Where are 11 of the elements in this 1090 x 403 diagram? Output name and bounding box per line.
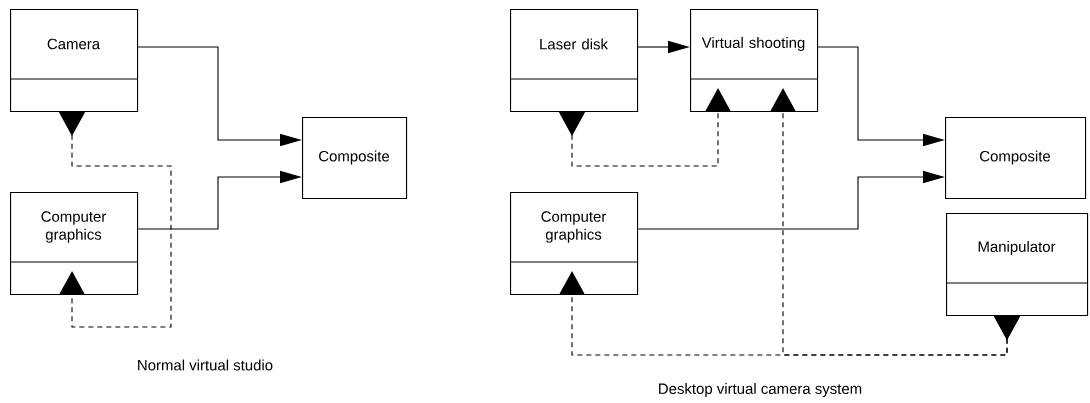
caption: Desktop virtual camera system bbox=[659, 383, 862, 397]
component-box: Manipulator bbox=[945, 213, 1089, 317]
component-box: Computer graphics bbox=[509, 192, 639, 296]
component-box: Laser disk bbox=[509, 9, 639, 113]
caption: Normal virtual studio bbox=[138, 359, 273, 371]
component-box: Camera bbox=[9, 9, 139, 113]
component-box: Composite bbox=[302, 117, 408, 200]
component-box: Computer graphics bbox=[9, 192, 139, 296]
component-box: Virtual shooting bbox=[689, 9, 819, 113]
component-box: Composite bbox=[945, 117, 1087, 200]
dashed-connector bbox=[58, 112, 172, 328]
